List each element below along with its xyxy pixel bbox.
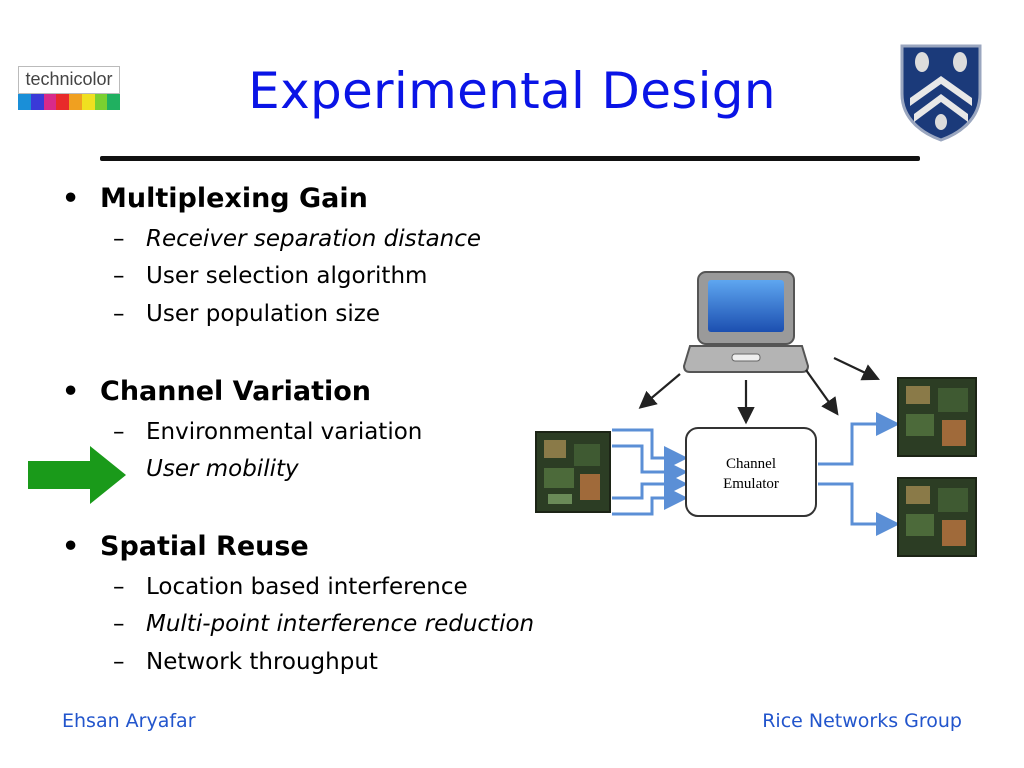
green-arrow-icon — [28, 446, 126, 504]
sub-item: – Network throughput — [113, 649, 378, 675]
sub-item-text: User selection algorithm — [146, 263, 428, 289]
sub-item-text: Multi-point interference reduction — [146, 611, 535, 637]
sub-item: – Receiver separation distance — [113, 226, 482, 252]
sub-item: User mobility — [146, 456, 299, 482]
bullet-heading-text: Channel Variation — [100, 376, 372, 407]
sub-item-text: Environmental variation — [146, 419, 423, 445]
sub-item: – Location based interference — [113, 574, 468, 600]
dash: – — [113, 574, 125, 600]
rice-shield-logo — [900, 44, 982, 142]
channel-emulator-diagram: Channel Emulator — [535, 271, 977, 557]
dash: – — [113, 649, 125, 675]
bullet-heading-2: • Channel Variation — [62, 376, 372, 407]
dash: – — [113, 226, 125, 252]
emulator-label-line2: Emulator — [723, 476, 779, 492]
technicolor-logo: technicolor — [18, 66, 120, 110]
bullet-heading-3: • Spatial Reuse — [62, 531, 309, 562]
dash: – — [113, 263, 125, 289]
bullet-dot: • — [62, 376, 80, 407]
sub-item: – User population size — [113, 301, 381, 327]
bullet-heading-1: • Multiplexing Gain — [62, 183, 368, 214]
technicolor-logo-text: technicolor — [18, 66, 120, 94]
technicolor-color-bars — [18, 94, 120, 110]
circuit-board-icon — [897, 377, 977, 457]
bullet-heading-text: Spatial Reuse — [100, 531, 309, 562]
bullet-dot: • — [62, 183, 80, 214]
sub-item: – Environmental variation — [113, 419, 423, 445]
dash: – — [113, 301, 125, 327]
circuit-board-icon — [535, 431, 611, 513]
laptop-icon — [682, 271, 810, 373]
sub-item-text: User population size — [146, 301, 381, 327]
slide-title: Experimental Design — [248, 62, 776, 120]
footer-right: Rice Networks Group — [762, 710, 962, 732]
sub-item-text: Receiver separation distance — [146, 226, 482, 252]
bullet-heading-text: Multiplexing Gain — [100, 183, 368, 214]
sub-item: – User selection algorithm — [113, 263, 428, 289]
arrow-right-down — [805, 369, 839, 416]
sub-item: – Multi-point interference reduction — [113, 611, 535, 637]
left-links — [612, 428, 688, 516]
dash: – — [113, 611, 125, 637]
arrow-right — [833, 357, 880, 381]
arrow-left — [638, 373, 681, 409]
bullet-dot: • — [62, 531, 80, 562]
sub-item-text: Location based interference — [146, 574, 468, 600]
dash: – — [113, 419, 125, 445]
right-links — [818, 412, 900, 536]
circuit-board-icon — [897, 477, 977, 557]
sub-item-text: Network throughput — [146, 649, 378, 675]
emulator-label-line1: Channel — [726, 456, 776, 472]
sub-item-text: User mobility — [146, 456, 299, 482]
footer-left: Ehsan Aryafar — [62, 710, 196, 732]
channel-emulator-box: Channel Emulator — [685, 427, 817, 517]
title-underline — [100, 156, 920, 161]
